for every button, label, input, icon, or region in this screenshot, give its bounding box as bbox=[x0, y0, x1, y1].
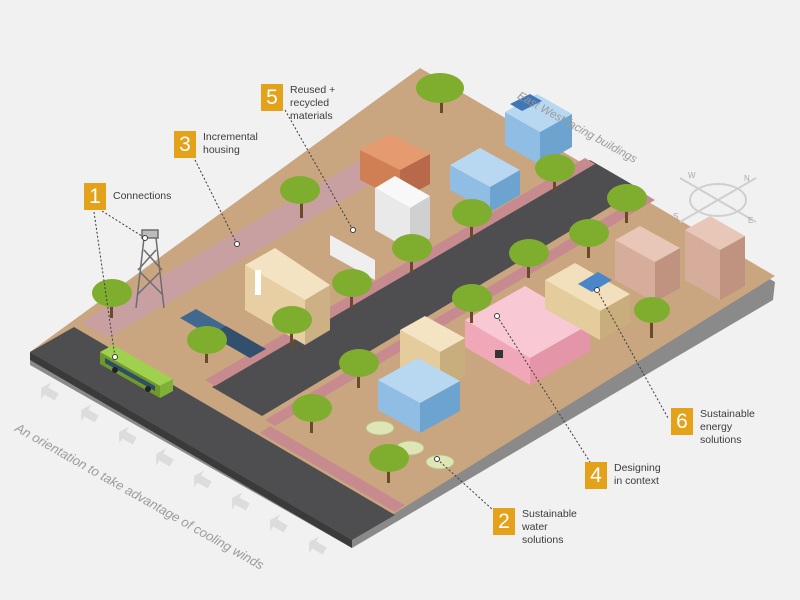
callout-number: 2 bbox=[493, 508, 515, 535]
house-brown-right bbox=[615, 216, 745, 302]
callout-connections: 1 Connections bbox=[84, 183, 171, 210]
main-road-edge bbox=[30, 352, 352, 548]
tower bbox=[135, 229, 165, 309]
callout-number: 6 bbox=[671, 408, 693, 435]
compass-n: N bbox=[744, 174, 750, 183]
bus bbox=[100, 345, 173, 398]
house-white bbox=[330, 176, 430, 280]
callout-number: 5 bbox=[261, 84, 283, 111]
callout-number: 3 bbox=[174, 131, 196, 158]
trees bbox=[92, 73, 670, 483]
pavement-left bbox=[82, 140, 420, 338]
house-pink bbox=[465, 286, 590, 385]
compass-e: E bbox=[748, 216, 753, 225]
leader-dots bbox=[112, 227, 600, 462]
compass-s: S bbox=[673, 212, 678, 221]
house-blue-front bbox=[378, 358, 460, 433]
house-beige-right bbox=[545, 263, 630, 340]
leader-lines bbox=[93, 109, 669, 511]
compass-icon: W N S E bbox=[673, 171, 757, 225]
callout-number: 4 bbox=[585, 462, 607, 489]
wind-arrows bbox=[41, 382, 327, 555]
cross-road bbox=[212, 160, 640, 416]
compass-w: W bbox=[688, 171, 696, 180]
main-road bbox=[30, 327, 395, 540]
house-blue-back bbox=[505, 94, 572, 165]
pavement-front bbox=[260, 426, 405, 512]
callout-text: Connections bbox=[113, 190, 172, 202]
callout-number: 1 bbox=[84, 183, 106, 210]
